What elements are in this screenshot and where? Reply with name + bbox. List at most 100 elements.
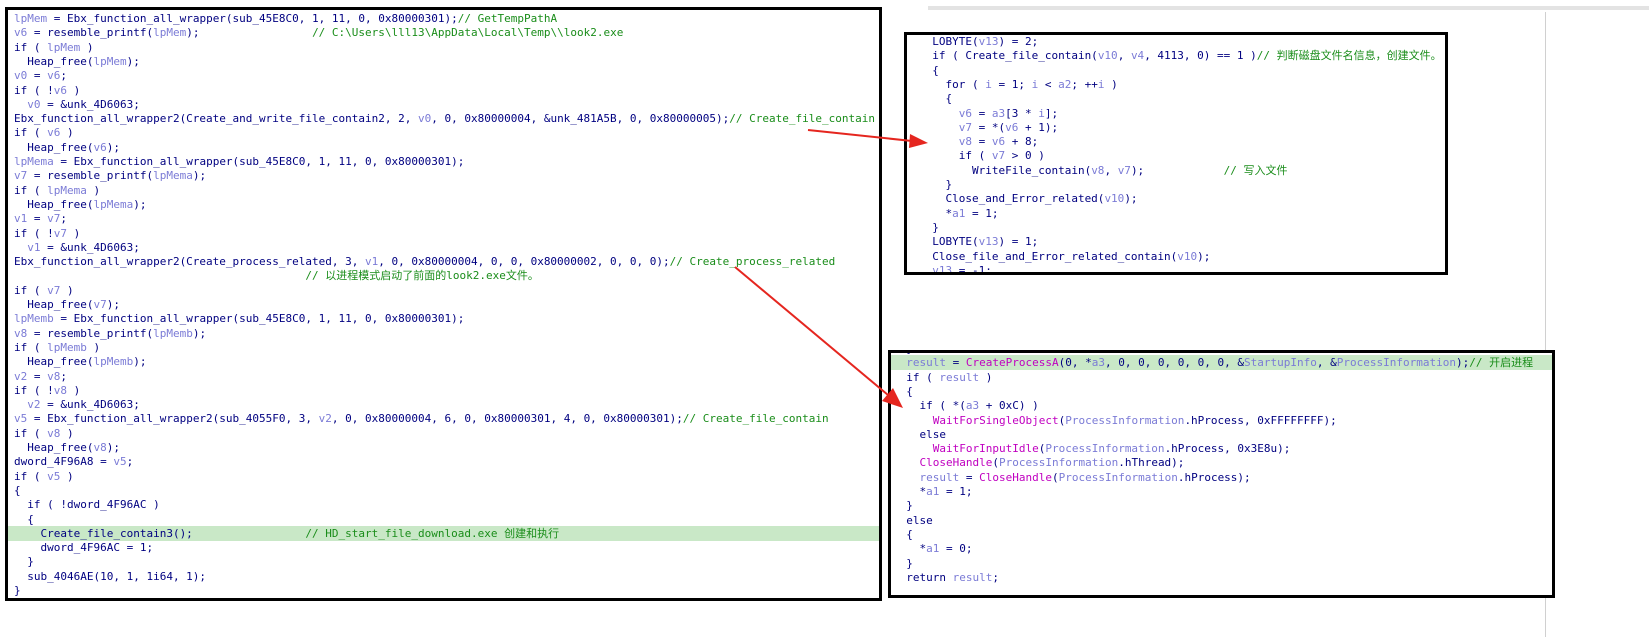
code-line[interactable]: if ( !v6 ): [8, 83, 879, 98]
code-line[interactable]: }: [907, 220, 1445, 235]
code-line[interactable]: v2 = &unk_4D6063;: [8, 397, 879, 412]
code-line[interactable]: result = CreateProcessA(0, *a3, 0, 0, 0,…: [891, 355, 1552, 371]
code-text: = 1;: [939, 485, 973, 498]
code-line[interactable]: {: [907, 63, 1445, 78]
code-line[interactable]: Close_file_and_Error_related_contain(v10…: [907, 249, 1445, 264]
code-line[interactable]: {: [8, 483, 879, 498]
code-line[interactable]: WaitForSingleObject(ProcessInformation.h…: [891, 413, 1552, 428]
code-line[interactable]: {: [891, 527, 1552, 542]
code-variable: v1: [27, 240, 41, 254]
code-line[interactable]: if ( *(a3 + 0xC) ): [891, 398, 1552, 413]
code-line[interactable]: v6 = resemble_printf(lpMem); // C:\Users…: [8, 25, 879, 40]
code-line[interactable]: if ( lpMemb ): [8, 340, 879, 355]
code-line[interactable]: }: [891, 498, 1552, 513]
code-line[interactable]: }: [8, 554, 879, 569]
code-line[interactable]: }: [907, 177, 1445, 192]
code-line[interactable]: WriteFile_contain(v8, v7); // 写入文件: [907, 163, 1445, 178]
code-line[interactable]: Heap_free(v8);: [8, 440, 879, 455]
code-text: if ( Create_file_contain(: [919, 49, 1098, 63]
code-line[interactable]: Close_and_Error_related(v10);: [907, 191, 1445, 206]
code-line[interactable]: LOBYTE(v13) = 2;: [907, 35, 1445, 49]
code-line[interactable]: for ( i = 1; i < a2; ++i ): [907, 77, 1445, 92]
code-line[interactable]: else: [891, 427, 1552, 442]
code-line[interactable]: dword_4F96AC = 1;: [8, 540, 879, 555]
code-line[interactable]: if ( Create_file_contain(v10, v4, 4113, …: [907, 48, 1445, 63]
code-line[interactable]: lpMemb = Ebx_function_all_wrapper(sub_45…: [8, 311, 879, 326]
code-line[interactable]: Ebx_function_all_wrapper2(Create_process…: [8, 254, 879, 269]
code-variable: result: [919, 470, 960, 484]
code-line[interactable]: Create_file_contain3(); // HD_start_file…: [8, 525, 879, 541]
code-variable: result: [952, 570, 993, 584]
code-variable: lpMemb: [47, 340, 87, 354]
code-line[interactable]: Heap_free(lpMemb);: [8, 354, 879, 369]
code-line[interactable]: // 以进程模式启动了前面的look2.exe文件。: [8, 268, 879, 283]
code-line[interactable]: if ( result ): [891, 370, 1552, 385]
code-line[interactable]: v1 = v7;: [8, 211, 879, 226]
code-line[interactable]: v5 = Ebx_function_all_wrapper2(sub_4055F…: [8, 411, 879, 426]
code-line[interactable]: v13 = -1;: [907, 263, 1445, 272]
code-line[interactable]: lpMema = Ebx_function_all_wrapper(sub_45…: [8, 154, 879, 169]
file-write-code-panel[interactable]: LOBYTE(v13) = 2; if ( Create_file_contai…: [904, 32, 1448, 275]
code-line[interactable]: dword_4F96A8 = v5;: [8, 454, 879, 469]
code-text: ; ++: [1071, 77, 1098, 91]
code-text: =: [945, 356, 966, 370]
code-line[interactable]: Ebx_function_all_wrapper2(Create_and_wri…: [8, 111, 879, 126]
main-pseudocode-panel[interactable]: lpMem = Ebx_function_all_wrapper(sub_45E…: [5, 7, 882, 601]
code-line[interactable]: v7 = *(v6 + 1);: [907, 120, 1445, 135]
code-line[interactable]: }: [8, 583, 879, 598]
code-line[interactable]: }: [891, 353, 1552, 356]
code-line[interactable]: else: [891, 513, 1552, 528]
code-variable: lpMema: [153, 169, 193, 183]
code-line[interactable]: Heap_free(lpMema);: [8, 197, 879, 212]
code-line[interactable]: if ( lpMem ): [8, 40, 879, 55]
code-line[interactable]: *a1 = 0;: [891, 541, 1552, 556]
code-text: );: [1197, 249, 1211, 263]
code-line[interactable]: v1 = &unk_4D6063;: [8, 240, 879, 255]
code-variable: v1: [365, 255, 379, 269]
code-text: .hThread);: [1118, 456, 1185, 470]
code-line[interactable]: if ( v8 ): [8, 426, 879, 441]
code-line[interactable]: *a1 = 1;: [907, 206, 1445, 221]
code-line[interactable]: CloseHandle(ProcessInformation.hThread);: [891, 455, 1552, 470]
code-line[interactable]: {: [8, 512, 879, 527]
code-line[interactable]: else: [8, 597, 879, 601]
code-line[interactable]: {: [907, 91, 1445, 106]
code-line[interactable]: if ( v6 ): [8, 125, 879, 140]
code-line[interactable]: if ( !v7 ): [8, 226, 879, 241]
code-line[interactable]: WaitForInputIdle(ProcessInformation.hPro…: [891, 441, 1552, 456]
code-line[interactable]: {: [891, 384, 1552, 399]
code-line[interactable]: if ( v5 ): [8, 469, 879, 484]
code-line[interactable]: v8 = v6 + 8;: [907, 134, 1445, 149]
code-line[interactable]: if ( !v8 ): [8, 383, 879, 398]
code-line[interactable]: v8 = resemble_printf(lpMemb);: [8, 326, 879, 341]
code-line[interactable]: v0 = v6;: [8, 68, 879, 83]
code-line[interactable]: if ( !dword_4F96AC ): [8, 497, 879, 512]
code-text: else: [14, 598, 41, 601]
code-line[interactable]: Heap_free(v6);: [8, 140, 879, 155]
code-line[interactable]: }: [891, 556, 1552, 571]
code-variable: v5: [113, 455, 127, 469]
code-comment: // Create_process_related: [669, 255, 836, 269]
code-line[interactable]: *a1 = 1;: [891, 484, 1552, 499]
code-line[interactable]: sub_4046AE(10, 1, 1i64, 1);: [8, 569, 879, 584]
code-line[interactable]: return result;: [891, 570, 1552, 585]
code-text: ): [86, 183, 101, 197]
code-line[interactable]: v6 = a3[3 * i];: [907, 106, 1445, 121]
code-variable: a2: [1058, 77, 1072, 91]
code-line[interactable]: v2 = v8;: [8, 369, 879, 384]
code-line[interactable]: v0 = &unk_4D6063;: [8, 97, 879, 112]
code-text: );: [192, 169, 207, 183]
code-line[interactable]: Heap_free(v7);: [8, 297, 879, 312]
code-line[interactable]: result = CloseHandle(ProcessInformation.…: [891, 470, 1552, 485]
code-line[interactable]: if ( lpMema ): [8, 183, 879, 198]
code-variable: v8: [14, 326, 28, 340]
code-line[interactable]: LOBYTE(v13) = 1;: [907, 234, 1445, 249]
code-variable: lpMemb: [14, 312, 54, 326]
code-line[interactable]: if ( v7 ): [8, 283, 879, 298]
create-process-code-panel[interactable]: } result = CreateProcessA(0, *a3, 0, 0, …: [888, 350, 1555, 598]
code-line[interactable]: lpMem = Ebx_function_all_wrapper(sub_45E…: [8, 11, 879, 26]
code-text: [893, 414, 933, 427]
code-line[interactable]: Heap_free(lpMem);: [8, 54, 879, 69]
code-line[interactable]: v7 = resemble_printf(lpMema);: [8, 168, 879, 183]
code-line[interactable]: if ( v7 > 0 ): [907, 148, 1445, 163]
